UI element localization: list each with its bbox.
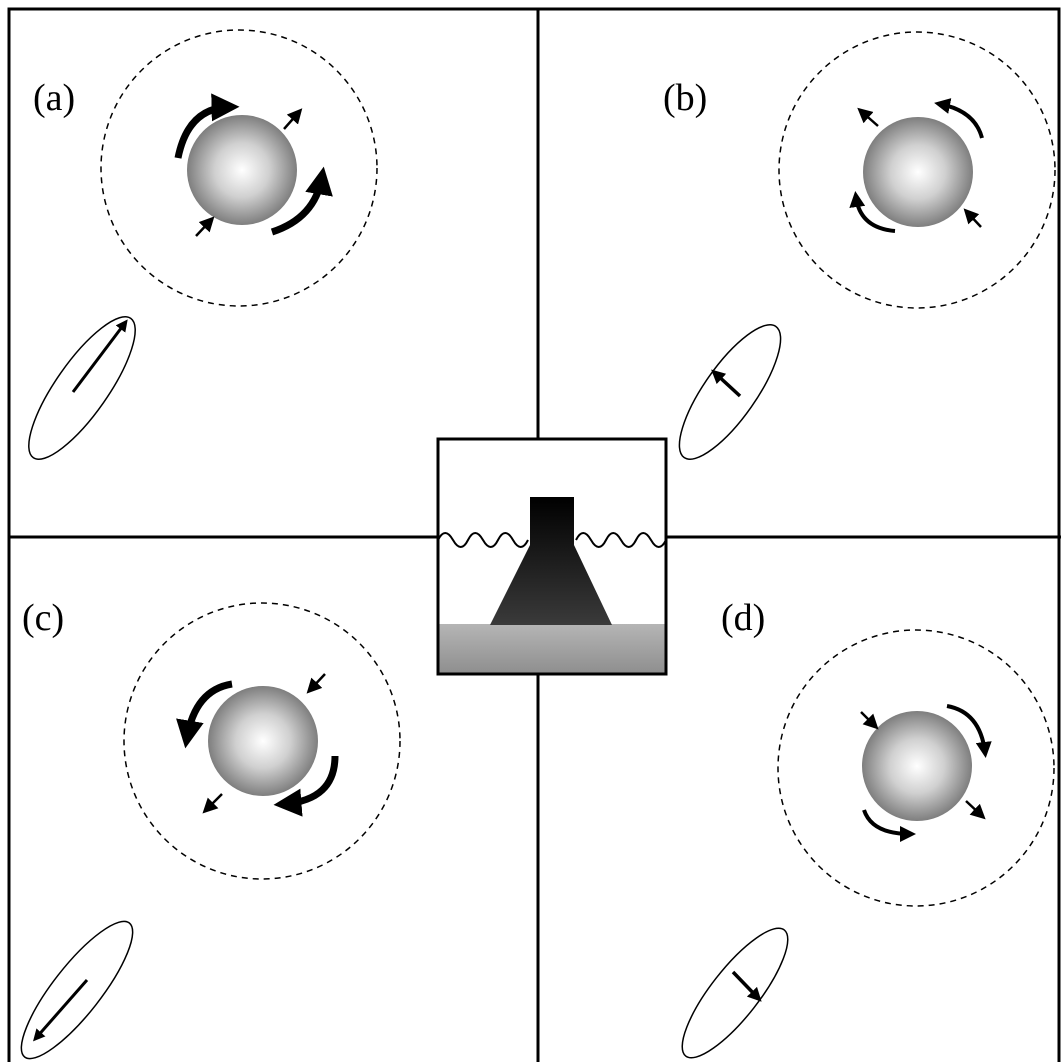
panel-label-a: (a): [33, 77, 75, 119]
offshore-platform-icon: [436, 437, 668, 676]
motion-arrow-icon-c-ellipse: [33, 979, 89, 1042]
wave-line-right: [575, 532, 667, 548]
motion-arrow-icon-a-lower: [195, 216, 215, 237]
motion-arrow-icon-b-lower: [963, 208, 982, 228]
panel-a: (a): [28, 29, 378, 460]
ellipse-icon-d: [681, 927, 789, 1059]
pedestal: [490, 497, 612, 625]
panel-d: (d): [681, 597, 1055, 1059]
motion-arrow-icon-b-ellipse: [711, 369, 742, 398]
rotation-arrow-icon-c-top: [176, 680, 233, 749]
motion-arrow-icon-d-lower: [965, 800, 986, 820]
motion-arrow-icon-b-upper: [857, 107, 879, 127]
dashed-orbit-d: [777, 629, 1055, 907]
motion-arrow-icon-c-upper: [306, 673, 326, 694]
sphere-icon-a: [187, 115, 297, 225]
panel-label-c: (c): [22, 597, 64, 639]
motion-arrow-icon-c-lower: [202, 793, 223, 814]
motion-arrow-icon-a-upper: [283, 108, 303, 130]
rotation-arrow-icon-c-bottom: [273, 755, 339, 817]
ellipse-icon-b: [678, 324, 782, 460]
panel-label-d: (d): [721, 597, 765, 639]
sphere-icon-b: [863, 117, 973, 227]
seabed: [438, 624, 666, 674]
rotation-arrow-icon-b-bottom: [849, 191, 896, 233]
motion-arrow-icon-a-ellipse: [71, 319, 128, 393]
rotation-arrow-icon-a-bottom: [270, 166, 333, 236]
ellipse-icon-c: [20, 920, 134, 1060]
sphere-icon-c: [208, 686, 318, 796]
wave-line-left: [437, 532, 529, 548]
sphere-icon-d: [862, 711, 972, 821]
rotation-arrow-icon-a-top: [174, 93, 240, 159]
motion-arrow-icon-d-ellipse: [731, 970, 762, 1002]
motion-arrow-icon-d-upper: [860, 711, 879, 730]
panel-label-b: (b): [663, 77, 707, 119]
rotation-arrow-icon-d-bottom: [862, 809, 916, 842]
rotation-arrow-icon-d-top: [946, 704, 992, 758]
rotation-arrow-icon-b-top: [934, 98, 984, 139]
panel-b: (b): [663, 31, 1056, 460]
outer-frame: [7, 7, 1061, 1062]
dashed-orbit-b: [778, 31, 1056, 309]
inset-frame: [436, 437, 668, 676]
dashed-orbit-a: [100, 29, 378, 307]
panel-c: (c): [20, 597, 401, 1060]
ellipse-icon-a: [28, 316, 136, 460]
dashed-orbit-c: [123, 602, 401, 880]
